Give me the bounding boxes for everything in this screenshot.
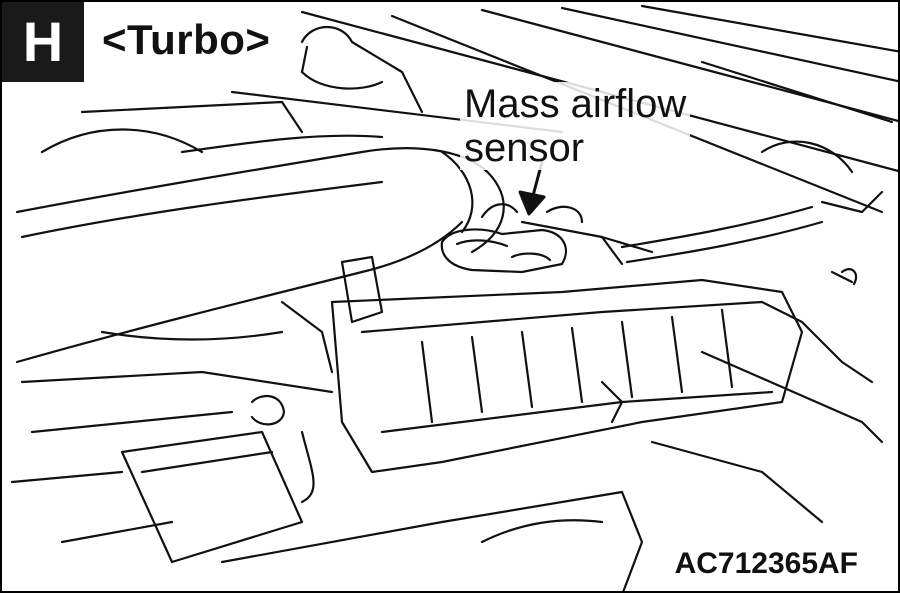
variant-label: <Turbo> [102, 16, 271, 63]
air-cleaner-box [300, 255, 804, 504]
wiring-harness [620, 140, 884, 284]
turbo-hose [300, 26, 424, 114]
lower-components [10, 300, 644, 591]
intake-duct [15, 147, 505, 364]
section-badge: H [2, 2, 84, 82]
component-callout: Mass airflow sensor [460, 82, 691, 170]
callout-line-1: Mass airflow [464, 82, 687, 126]
figure-code: AC712365AF [670, 547, 862, 581]
background-lines [40, 4, 898, 214]
mass-airflow-sensor-drawing [440, 203, 654, 274]
callout-line-2: sensor [464, 126, 585, 170]
right-details [600, 268, 884, 524]
